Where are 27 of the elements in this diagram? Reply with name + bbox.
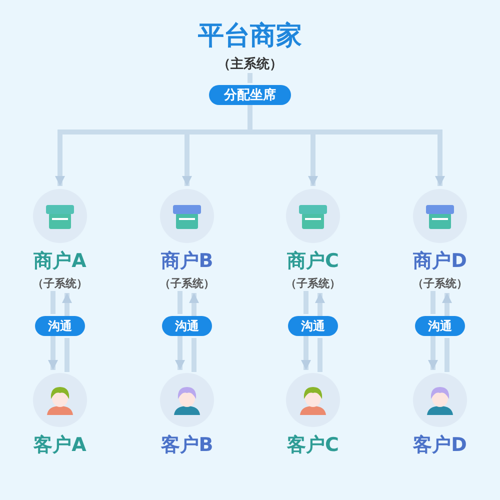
node-title: 客户A — [34, 433, 86, 458]
node-title: 客户B — [160, 433, 214, 458]
arrow — [62, 293, 72, 316]
node-subtitle: （子系统） — [32, 276, 88, 291]
arrow — [189, 293, 199, 316]
arrow — [315, 293, 325, 316]
label-pill: 沟通 — [415, 316, 465, 336]
node-title: 客户D — [413, 433, 467, 458]
label-pill: 沟通 — [162, 316, 212, 336]
label-pill: 沟通 — [288, 316, 338, 336]
label-pill: 分配坐席 — [209, 85, 291, 105]
arrow — [175, 336, 185, 370]
node-title: 商户A — [34, 249, 86, 274]
node-title: 商户B — [160, 249, 214, 274]
arrow — [428, 336, 438, 370]
arrow — [48, 336, 58, 370]
node-title: 平台商家 — [198, 20, 302, 53]
node-title: 商户D — [413, 249, 467, 274]
arrow — [301, 336, 311, 370]
label-pill: 沟通 — [35, 316, 85, 336]
node-subtitle: （子系统） — [412, 276, 468, 291]
node-subtitle: （子系统） — [160, 276, 214, 291]
arrow — [442, 293, 452, 316]
node-subtitle: （主系统） — [218, 56, 282, 73]
node-title: 商户C — [287, 249, 339, 274]
node-subtitle: （子系统） — [286, 276, 340, 291]
node-title: 客户C — [287, 433, 339, 458]
